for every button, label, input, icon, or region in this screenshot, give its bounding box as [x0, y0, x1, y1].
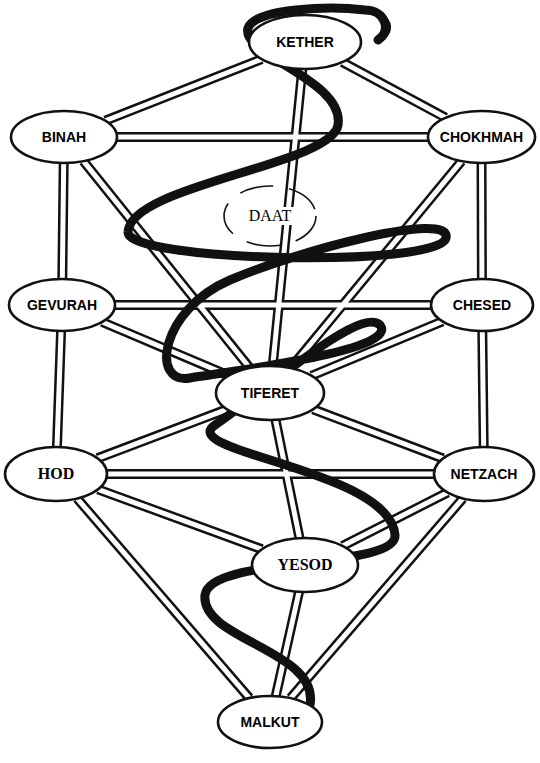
sefirah-name: GEVURAH	[27, 297, 97, 313]
sefirah-ellipse: BINAH	[9, 109, 119, 165]
path-channel-fill	[107, 472, 434, 477]
sefirah-name: KETHER	[276, 34, 334, 50]
path-channel	[62, 163, 63, 279]
ellipse-shape	[218, 696, 322, 748]
path-channel-fill	[62, 163, 63, 279]
ellipse-shape	[431, 279, 533, 331]
sefirah-ellipse: NETZACH	[432, 445, 536, 503]
path-channel	[115, 300, 431, 310]
path-channel-fill	[115, 303, 431, 308]
sefirah-ellipse: CHOKHMAH	[426, 109, 537, 165]
path-channel-fill	[98, 489, 262, 549]
path-channel-fill	[276, 592, 299, 696]
ellipse-shape	[224, 186, 316, 246]
sefirah-ellipse: CHESED	[429, 277, 535, 333]
sefirah-ellipse: KETHER	[247, 13, 363, 71]
sefirah-name: CHESED	[453, 297, 511, 313]
path-channel-fill	[482, 331, 483, 447]
sefirah-name: NETZACH	[451, 466, 518, 482]
path-channel	[275, 420, 299, 538]
path-channel	[276, 592, 299, 696]
serpent-head	[378, 22, 388, 40]
serpent-body	[128, 8, 446, 705]
sefirah-name: CHOKHMAH	[440, 129, 523, 145]
ellipse-shape	[11, 111, 117, 163]
ellipse-shape	[9, 279, 115, 331]
sefirah-ellipse: HOD	[3, 445, 109, 503]
ellipse-shape	[252, 538, 358, 592]
path-channel-fill	[312, 321, 443, 375]
path-channel	[342, 62, 445, 118]
path-channel	[482, 331, 483, 447]
sefirah-name: TIFERET	[241, 385, 299, 401]
sefirah-name: HOD	[38, 465, 74, 483]
sefirah-name: DAAT	[246, 207, 295, 225]
sefirah-ellipse: YESOD	[250, 536, 360, 594]
sefirah-name: MALKUT	[240, 714, 299, 730]
path-channel-fill	[313, 409, 443, 458]
ellipse-shape	[428, 111, 535, 163]
path-channel	[477, 163, 487, 279]
path-channel	[77, 499, 249, 699]
path-channel-fill	[275, 420, 299, 538]
path-channel	[98, 489, 262, 549]
path-channel	[117, 132, 428, 142]
ellipse-shape	[216, 366, 324, 420]
sefirah-name: YESOD	[277, 556, 332, 574]
ellipse-shape	[5, 447, 107, 501]
path-channel	[313, 409, 443, 458]
path-channel-fill	[291, 498, 463, 698]
path-channel	[57, 331, 61, 447]
path-channel	[312, 321, 443, 375]
path-channel-fill	[117, 135, 428, 140]
sefirah-name: BINAH	[42, 129, 86, 145]
sefirah-ellipse: GEVURAH	[7, 277, 117, 333]
sefirah-ellipse: TIFERET	[214, 364, 326, 422]
path-channel-fill	[479, 163, 484, 279]
path-channel-fill	[57, 331, 61, 447]
path-channel	[107, 469, 434, 479]
path-channel	[105, 59, 261, 121]
path-channel-fill	[77, 499, 249, 699]
sefirah-ellipse: MALKUT	[216, 694, 324, 750]
sefirah-ellipse: DAAT	[222, 184, 318, 248]
path-channel-fill	[105, 59, 261, 121]
ellipse-shape	[434, 447, 534, 501]
path-channel-fill	[342, 62, 445, 118]
ellipse-shape	[249, 15, 361, 69]
